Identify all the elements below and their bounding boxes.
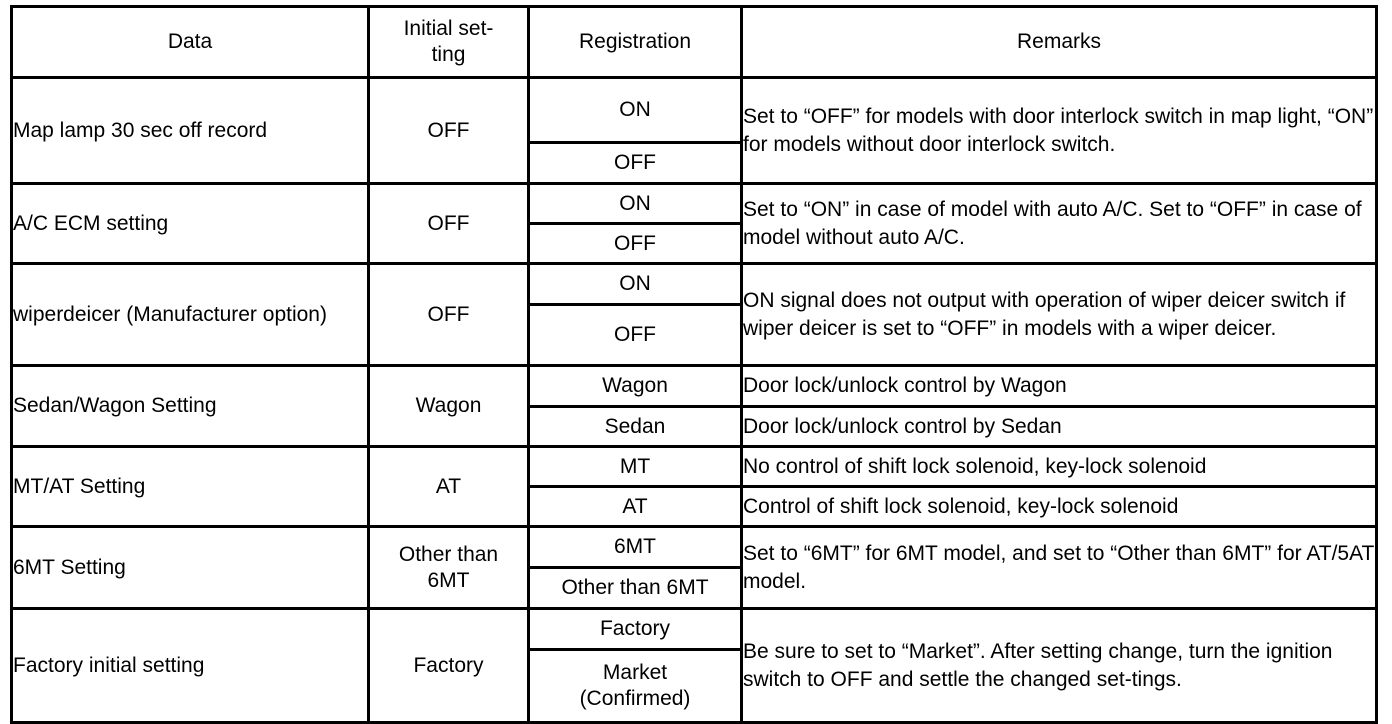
header-registration: Registration <box>527 5 743 79</box>
cell-data-6: Factory initial setting <box>10 607 370 724</box>
cell-registration-0-0: ON <box>527 76 743 144</box>
cell-remarks-3-0: Door lock/unlock control by Wagon <box>740 364 1378 408</box>
page-root: Data Initial set- ting Registration Rema… <box>10 5 1378 724</box>
cell-remarks-4-0: No control of shift lock solenoid, key-l… <box>740 445 1378 488</box>
cell-remarks-5: Set to “6MT” for 6MT model, and set to “… <box>740 525 1378 610</box>
table-row: Other than 6MT <box>12 566 1377 610</box>
header-data: Data <box>10 5 370 79</box>
table-row: OFF <box>12 222 1377 265</box>
table-row: OFF <box>12 303 1377 367</box>
settings-table: Data Initial set- ting Registration Rema… <box>10 5 1378 724</box>
cell-registration-4-0: MT <box>527 445 743 488</box>
cell-registration-6-1: Market (Confirmed) <box>527 648 743 724</box>
cell-registration-5-0: 6MT <box>527 525 743 569</box>
cell-remarks-1: Set to “ON” in case of model with auto A… <box>740 182 1378 265</box>
header-remarks: Remarks <box>740 5 1378 79</box>
cell-initial-setting-1: OFF <box>367 182 530 265</box>
cell-initial-setting-4: AT <box>367 445 530 528</box>
cell-data-1: A/C ECM setting <box>10 182 370 265</box>
cell-remarks-4-1: Control of shift lock solenoid, key-lock… <box>740 485 1378 528</box>
cell-registration-6-0: Factory <box>527 607 743 651</box>
header-initial-setting: Initial set- ting <box>367 5 530 79</box>
cell-remarks-0: Set to “OFF” for models with door interl… <box>740 76 1378 185</box>
cell-remarks-2: ON signal does not output with operation… <box>740 262 1378 367</box>
cell-registration-2-1: OFF <box>527 303 743 367</box>
cell-registration-3-1: Sedan <box>527 405 743 448</box>
cell-remarks-6: Be sure to set to “Market”. After settin… <box>740 607 1378 724</box>
cell-initial-setting-3: Wagon <box>367 364 530 448</box>
cell-registration-1-1: OFF <box>527 222 743 265</box>
cell-data-5: 6MT Setting <box>10 525 370 610</box>
cell-registration-3-0: Wagon <box>527 364 743 408</box>
cell-remarks-3-1: Door lock/unlock control by Sedan <box>740 405 1378 448</box>
table-header-row: Data Initial set- ting Registration Rema… <box>10 5 1378 79</box>
cell-data-0: Map lamp 30 sec off record <box>10 76 370 185</box>
cell-initial-setting-2: OFF <box>367 262 530 367</box>
cell-registration-0-1: OFF <box>527 141 743 185</box>
cell-data-2: wiperdeicer (Manufacturer option) <box>10 262 370 367</box>
cell-registration-2-0: ON <box>527 262 743 306</box>
cell-initial-setting-6: Factory <box>367 607 530 724</box>
cell-registration-1-0: ON <box>527 182 743 225</box>
cell-initial-setting-0: OFF <box>367 76 530 185</box>
cell-registration-5-1: Other than 6MT <box>527 566 743 610</box>
table-head: Data Initial set- ting Registration Rema… <box>10 5 1378 79</box>
cell-initial-setting-5: Other than 6MT <box>367 525 530 610</box>
cell-data-4: MT/AT Setting <box>10 445 370 528</box>
cell-data-3: Sedan/Wagon Setting <box>10 364 370 448</box>
cell-registration-4-1: AT <box>527 485 743 528</box>
table-row: OFF <box>12 141 1377 185</box>
